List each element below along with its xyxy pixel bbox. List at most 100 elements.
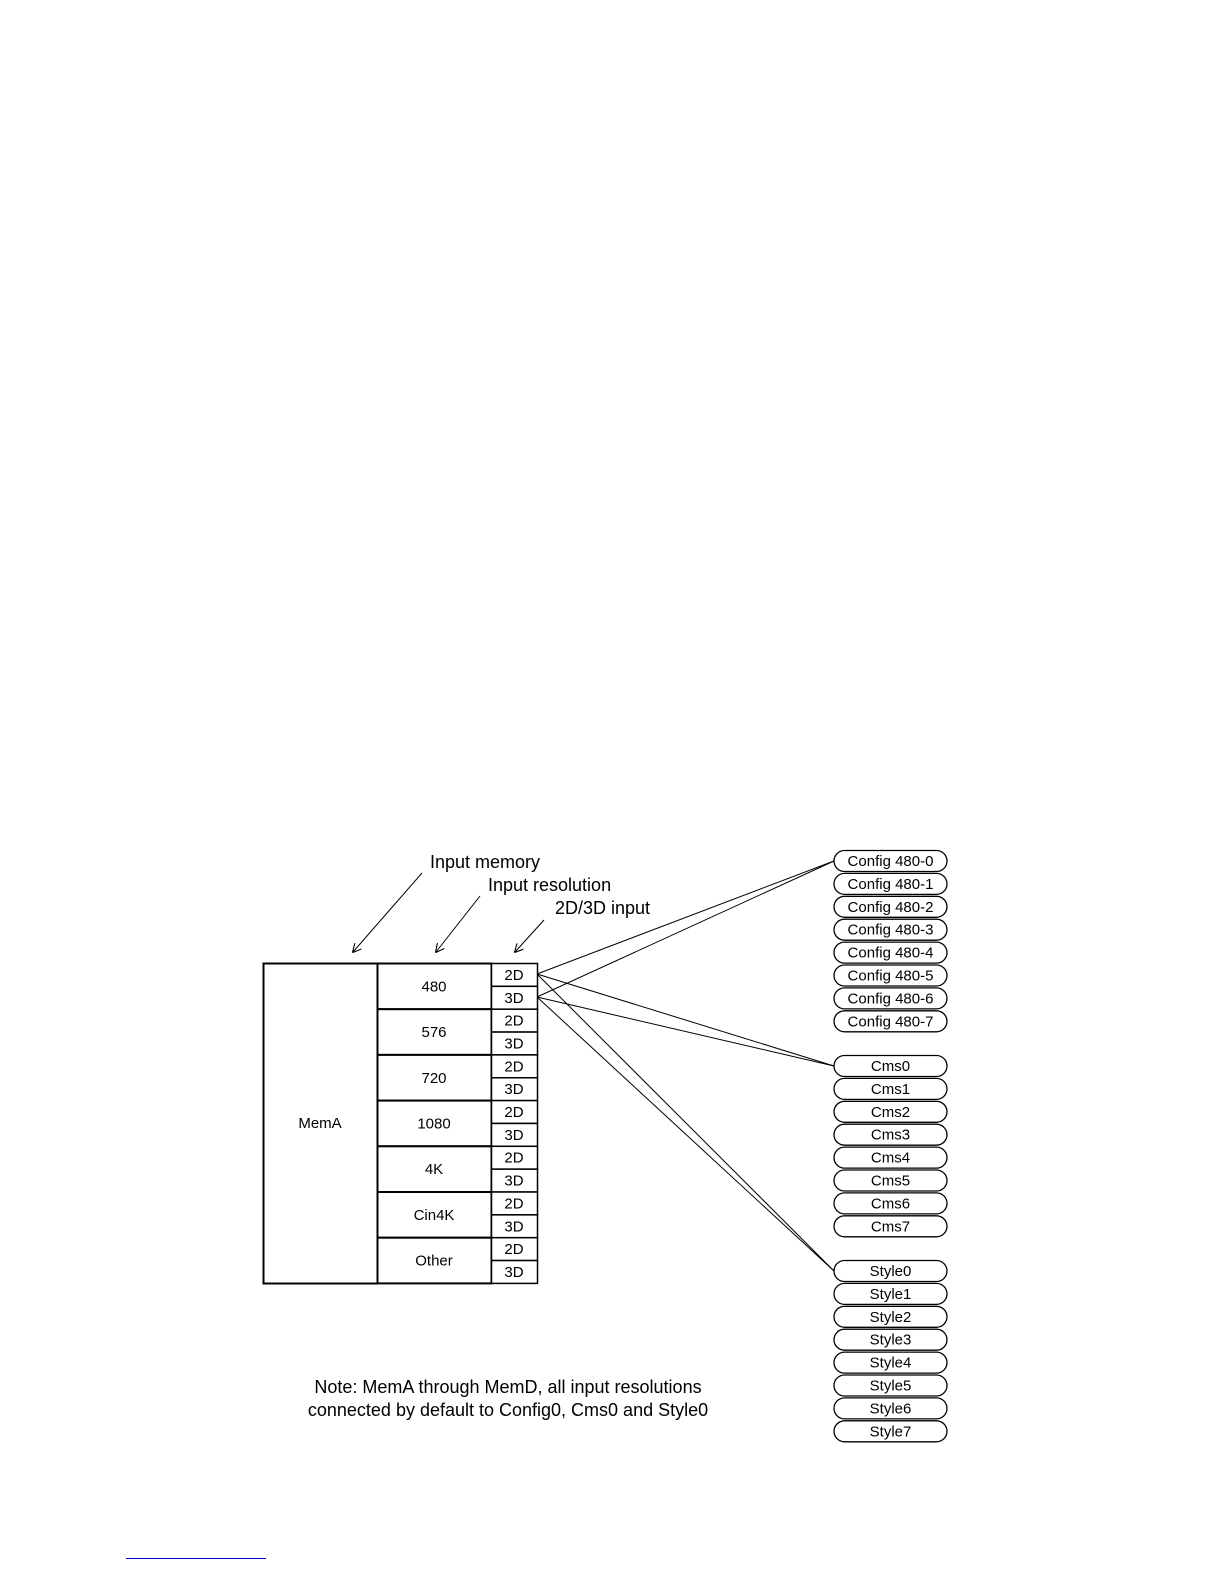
resolution-label: 1080: [417, 1115, 450, 1132]
resolution-label: Cin4K: [414, 1207, 455, 1224]
config-item: Config 480-4: [833, 941, 948, 964]
config-label: Config 480-3: [848, 922, 934, 939]
cms-pill: [833, 1077, 948, 1101]
config-label: Config 480-6: [848, 990, 934, 1007]
config-item: Config 480-3: [833, 918, 948, 941]
note-line-2: connected by default to Config0, Cms0 an…: [308, 1400, 708, 1420]
style-item: Style1: [833, 1282, 948, 1306]
connector-3d-cms0: [536, 996, 835, 1067]
style-label: Style2: [870, 1309, 912, 1326]
style-label: Style7: [870, 1423, 912, 1440]
memory-table: MemA 4802D3D5762D3D7202D3D10802D3D4K2D3D…: [262, 962, 539, 1285]
cms-item: Cms1: [833, 1077, 948, 1101]
config-pill: [833, 872, 948, 896]
callout-2d3d-input: 2D/3D input: [555, 898, 650, 918]
style-pill: [833, 1374, 948, 1397]
config-item: Config 480-6: [833, 987, 948, 1010]
resolution-rows: 4802D3D5762D3D7202D3D10802D3D4K2D3DCin4K…: [376, 962, 539, 1285]
resolution-cell: [376, 1145, 493, 1194]
note-line-1: Note: MemA through MemD, all input resol…: [314, 1377, 701, 1397]
style-label: Style1: [870, 1286, 912, 1303]
style-item: Style5: [833, 1374, 948, 1397]
connector-2d-config0: [536, 860, 835, 975]
style-label: Style5: [870, 1378, 912, 1395]
config-pill: [833, 964, 948, 987]
cms-pill: [833, 1169, 948, 1192]
cms-item: Cms6: [833, 1192, 948, 1215]
config-label: Config 480-5: [848, 968, 934, 985]
resolution-label: Other: [415, 1253, 453, 1270]
mode-label: 3D: [504, 1035, 523, 1052]
mode-label: 3D: [504, 1218, 523, 1235]
mode-label: 3D: [504, 1127, 523, 1144]
mode-label: 2D: [504, 1195, 523, 1212]
arrow-input-resolution: [436, 895, 481, 952]
cms-item: Cms4: [833, 1146, 948, 1169]
cms-label: Cms6: [871, 1195, 910, 1212]
memory-cell: [262, 962, 379, 1285]
style-label: Style6: [870, 1400, 912, 1417]
config-label: Config 480-2: [848, 899, 934, 916]
resolution-row: 576 2D 3D: [376, 1008, 539, 1056]
cms-pill: [833, 1215, 948, 1238]
config-label: Config 480-7: [848, 1013, 934, 1030]
callout-input-resolution: Input resolution: [488, 875, 611, 895]
config-pill: [833, 918, 948, 941]
style-group: Style0Style1Style2Style3Style4Style5Styl…: [833, 1259, 948, 1443]
style-pill: [833, 1328, 948, 1351]
config-pill: [833, 941, 948, 964]
style-item: Style4: [833, 1351, 948, 1374]
config-pill: [833, 849, 948, 873]
style-item: Style6: [833, 1397, 948, 1420]
cms-label: Cms4: [871, 1150, 910, 1167]
memory-label: MemA: [298, 1115, 341, 1132]
resolution-row: Other 2D 3D: [376, 1236, 539, 1285]
config-item: Config 480-1: [833, 872, 948, 896]
style-item: Style3: [833, 1328, 948, 1351]
mode-label: 2D: [504, 1058, 523, 1075]
connector-3d-style0: [536, 996, 835, 1272]
cms-label: Cms1: [871, 1081, 910, 1098]
style-item: Style2: [833, 1305, 948, 1328]
footnote-rule: [126, 1558, 266, 1559]
config-pill: [833, 987, 948, 1010]
mode-label: 3D: [504, 1264, 523, 1281]
connector-2d-cms0: [536, 973, 835, 1067]
config-item: Config 480-5: [833, 964, 948, 987]
style-pill: [833, 1305, 948, 1328]
cms-item: Cms0: [833, 1054, 948, 1078]
config-label: Config 480-0: [848, 853, 934, 870]
style-item: Style0: [833, 1259, 948, 1283]
cms-pill: [833, 1100, 948, 1123]
mode-label: 2D: [504, 1150, 523, 1167]
cms-item: Cms2: [833, 1100, 948, 1123]
mode-cell-3d: [490, 1259, 539, 1285]
cms-pill: [833, 1192, 948, 1215]
resolution-label: 480: [421, 978, 446, 995]
cms-label: Cms0: [871, 1058, 910, 1075]
style-label: Style3: [870, 1332, 912, 1349]
resolution-cell: [376, 1191, 493, 1239]
note: Note: MemA through MemD, all input resol…: [308, 1377, 708, 1420]
cms-item: Cms3: [833, 1123, 948, 1146]
mode-label: 3D: [504, 1173, 523, 1190]
cms-pill: [833, 1054, 948, 1078]
resolution-label: 576: [421, 1024, 446, 1041]
cms-label: Cms5: [871, 1173, 910, 1190]
style-pill: [833, 1351, 948, 1374]
config-item: Config 480-2: [833, 895, 948, 918]
connector-2d-style0: [536, 973, 835, 1272]
config-label: Config 480-4: [848, 945, 934, 962]
cms-label: Cms7: [871, 1218, 910, 1235]
config-item: Config 480-0: [833, 849, 948, 873]
style-item: Style7: [833, 1420, 948, 1443]
mode-label: 2D: [504, 1241, 523, 1258]
config-item: Config 480-7: [833, 1010, 948, 1033]
mode-label: 2D: [504, 1013, 523, 1030]
cms-item: Cms5: [833, 1169, 948, 1192]
